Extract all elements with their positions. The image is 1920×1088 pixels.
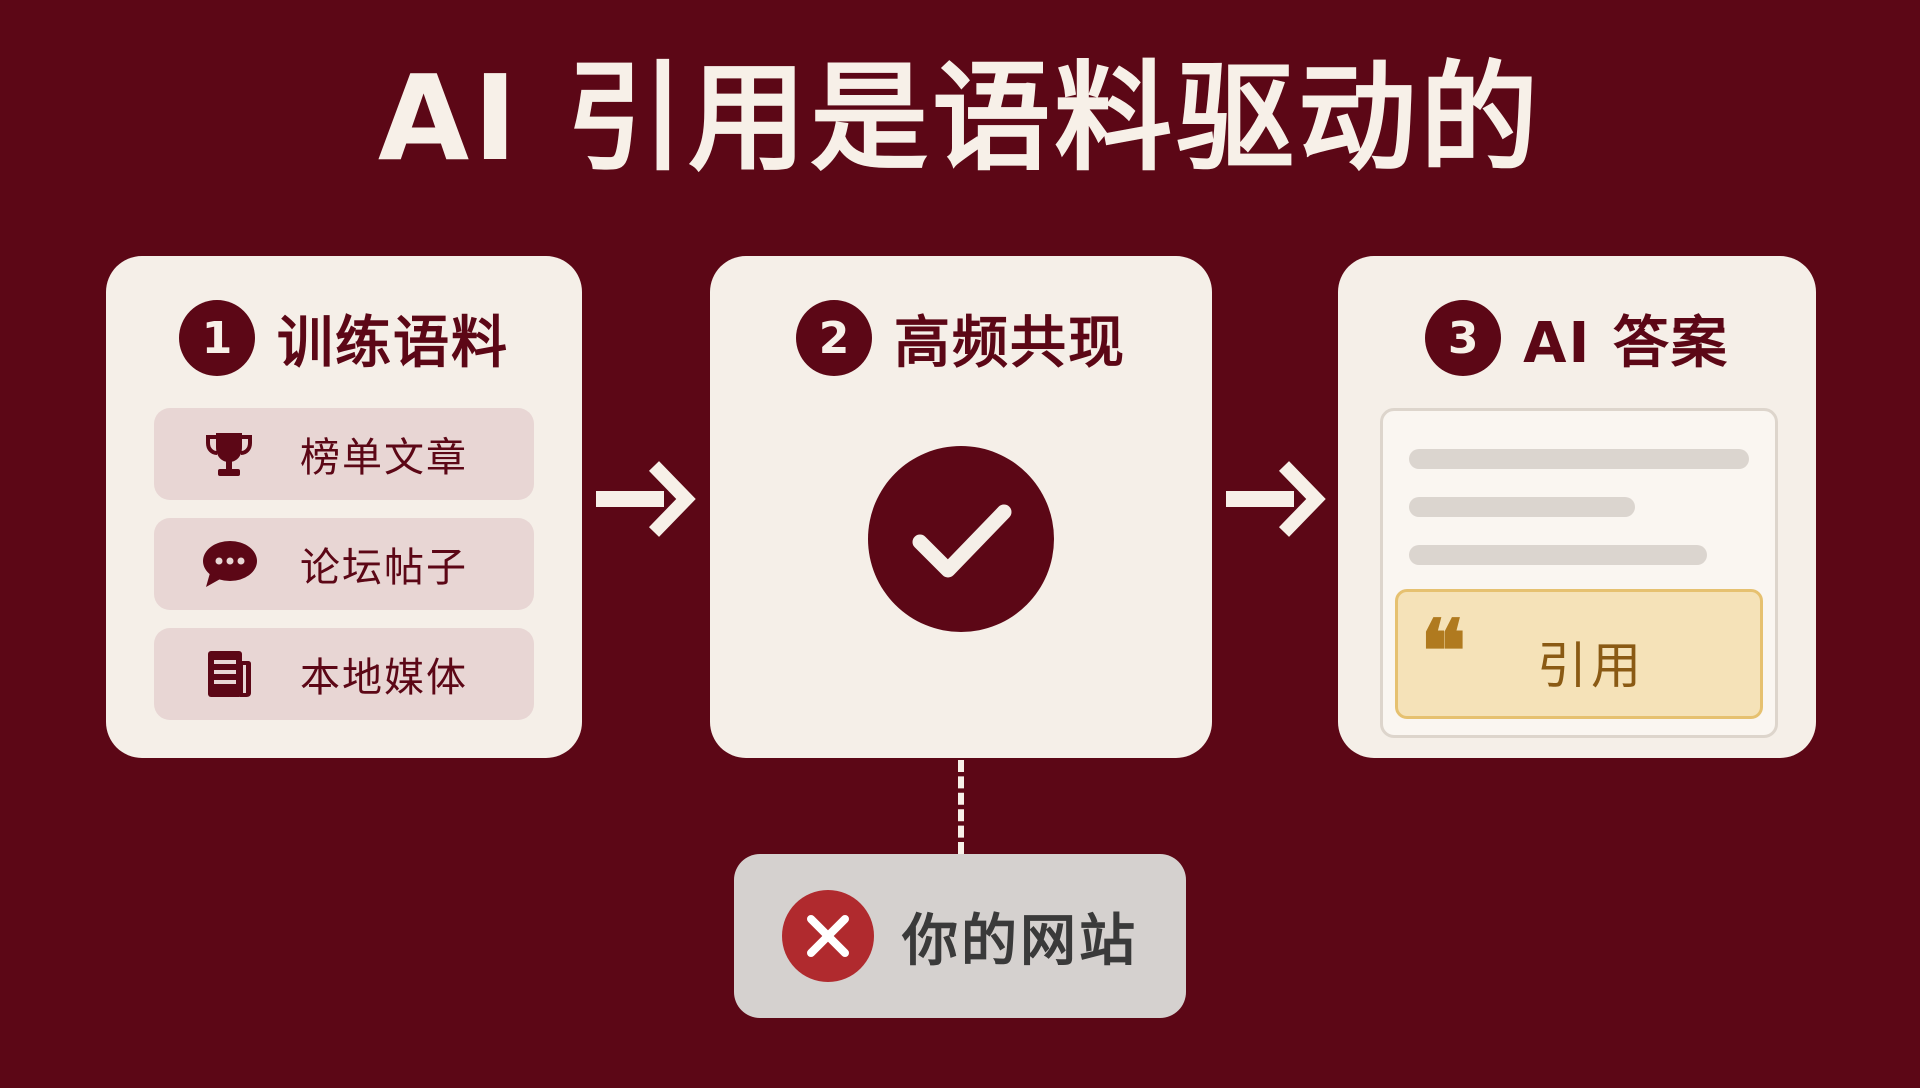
chat-bubble-icon bbox=[200, 535, 258, 593]
step-title: AI 答案 bbox=[1523, 310, 1729, 376]
answer-preview: ❝ 引用 bbox=[1380, 408, 1778, 738]
step-header: 3 AI 答案 bbox=[1338, 298, 1816, 378]
step-title: 训练语料 bbox=[277, 310, 509, 376]
quote-icon: ❝ bbox=[1420, 601, 1467, 702]
source-item-forum-posts: 论坛帖子 bbox=[154, 518, 534, 610]
step-number-badge: 3 bbox=[1425, 300, 1502, 376]
step-card-ai-answer: 3 AI 答案 ❝ 引用 bbox=[1338, 256, 1816, 758]
x-icon bbox=[782, 890, 874, 982]
checkmark-icon bbox=[868, 446, 1054, 632]
step-card-co-occurrence: 2 高频共现 bbox=[710, 256, 1212, 758]
step-number-badge: 2 bbox=[796, 300, 872, 376]
citation-box: ❝ 引用 bbox=[1395, 589, 1763, 719]
excluded-website-label: 你的网站 bbox=[902, 908, 1138, 974]
excluded-website-box: 你的网站 bbox=[734, 854, 1186, 1018]
step-header: 2 高频共现 bbox=[710, 298, 1212, 378]
source-item-label: 榜单文章 bbox=[300, 435, 468, 481]
dashed-connector bbox=[958, 760, 964, 854]
source-item-ranking-articles: 榜单文章 bbox=[154, 408, 534, 500]
step-card-training-corpus: 1 训练语料 榜单文章 bbox=[106, 256, 582, 758]
step-number-badge: 1 bbox=[179, 300, 255, 376]
step-header: 1 训练语料 bbox=[106, 298, 582, 378]
source-list: 榜单文章 论坛帖子 bbox=[154, 408, 534, 738]
newspaper-icon bbox=[200, 645, 258, 703]
diagram-title: AI 引用是语料驱动的 bbox=[377, 49, 1543, 187]
text-line-placeholder bbox=[1409, 449, 1749, 469]
text-line-placeholder bbox=[1409, 545, 1707, 565]
text-line-placeholder bbox=[1409, 497, 1635, 517]
source-item-label: 论坛帖子 bbox=[300, 545, 468, 591]
step-title: 高频共现 bbox=[894, 310, 1126, 376]
trophy-icon bbox=[200, 425, 258, 483]
citation-label: 引用 bbox=[1537, 637, 1645, 695]
right-arrow-icon bbox=[1226, 458, 1326, 544]
source-item-label: 本地媒体 bbox=[300, 655, 468, 701]
source-item-local-media: 本地媒体 bbox=[154, 628, 534, 720]
right-arrow-icon bbox=[596, 458, 696, 544]
